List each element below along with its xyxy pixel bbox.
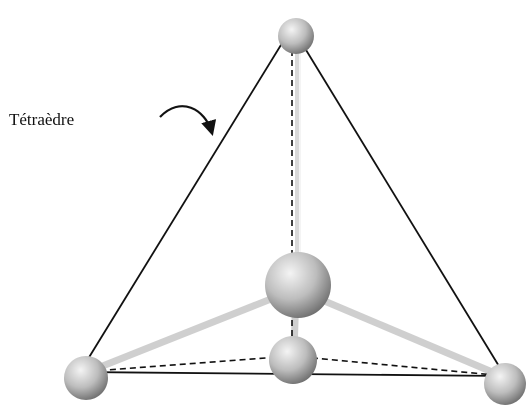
dashed-edge bbox=[291, 355, 506, 377]
right-bond bbox=[294, 285, 506, 381]
atoms bbox=[64, 18, 526, 405]
solid-edge bbox=[79, 26, 293, 373]
pointer-arrow bbox=[159, 105, 217, 136]
solid-edge bbox=[291, 26, 506, 377]
central-atom bbox=[265, 252, 331, 318]
dashed-edges bbox=[79, 30, 506, 377]
left-atom bbox=[64, 356, 108, 400]
bonds bbox=[88, 48, 506, 381]
front-atom bbox=[269, 336, 317, 384]
left-bond bbox=[88, 285, 298, 375]
dashed-edge bbox=[79, 355, 293, 373]
right-atom bbox=[484, 363, 526, 405]
tetrahedron-label: Tétraèdre bbox=[9, 110, 75, 129]
top-atom bbox=[278, 18, 314, 54]
